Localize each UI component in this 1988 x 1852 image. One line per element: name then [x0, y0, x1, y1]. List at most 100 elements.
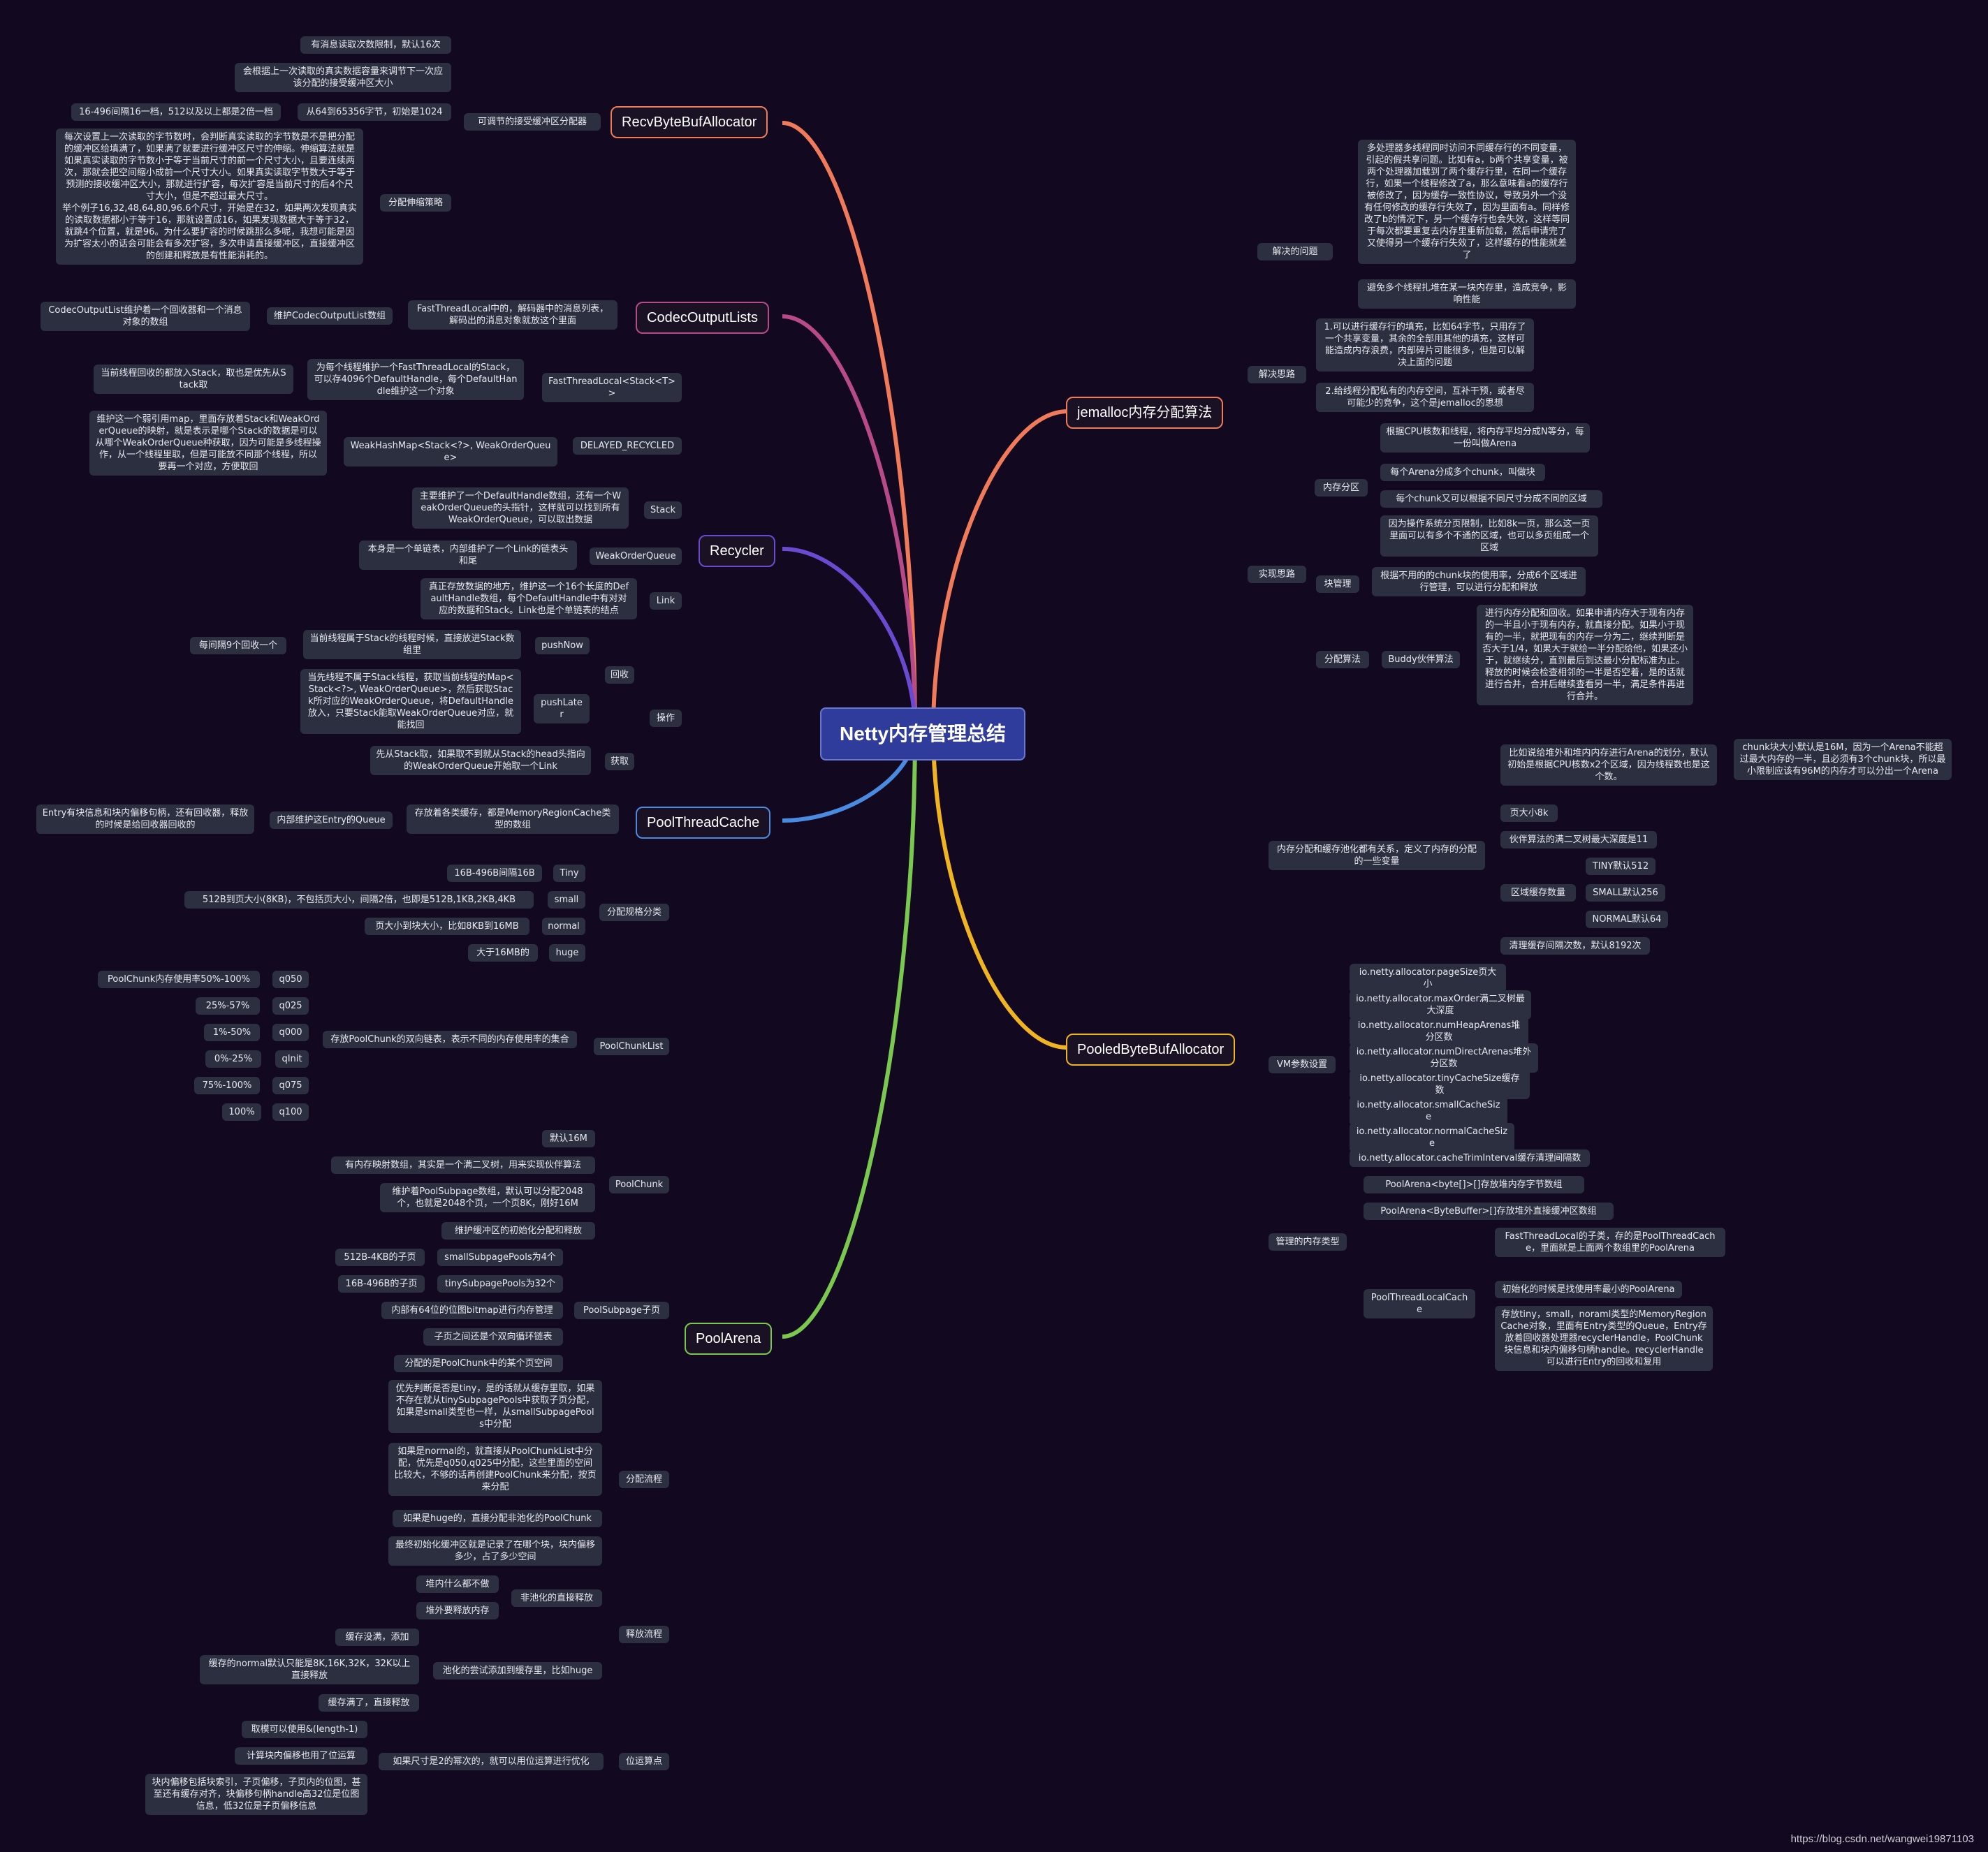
- node: 实现思路: [1248, 566, 1306, 583]
- node: 初始化的时候是找使用率最小的PoolArena: [1495, 1281, 1682, 1298]
- node: 25%-57%: [196, 997, 260, 1015]
- node: 缓存满了，直接释放: [319, 1694, 419, 1712]
- branch-recycler[interactable]: Recycler: [699, 535, 775, 567]
- node: 大于16MB的: [468, 944, 538, 962]
- root-node[interactable]: Netty内存管理总结: [820, 707, 1026, 760]
- node: small: [548, 891, 585, 909]
- node: 分配伸缩策略: [380, 194, 451, 212]
- node: 比如说给堆外和堆内内存进行Arena的划分，默认初始是根据CPU核数x2个区域，…: [1500, 744, 1717, 786]
- node: 为每个线程维护一个FastThreadLocal的Stack，可以存4096个D…: [307, 359, 524, 400]
- branch-poolarena[interactable]: PoolArena: [685, 1323, 773, 1355]
- node: 512B-4KB的子页: [335, 1249, 425, 1266]
- node: CodecOutputList维护着一个回收器和一个消息对象的数组: [41, 302, 250, 331]
- branch-jemalloc[interactable]: jemalloc内存分配算法: [1066, 397, 1224, 429]
- node: PoolThreadLocalCache: [1364, 1289, 1475, 1318]
- node: 默认16M: [542, 1130, 595, 1147]
- node: 缓存没满，添加: [335, 1629, 419, 1646]
- node: 75%-100%: [194, 1077, 260, 1094]
- node: 当先线程不属于Stack线程，获取当前线程的Map<Stack<?>, Weak…: [300, 669, 521, 734]
- node: io.netty.allocator.smallCacheSize: [1350, 1096, 1507, 1126]
- node: Entry有块信息和块内偏移句柄，还有回收器，释放的时候是给回收器回收的: [36, 804, 254, 834]
- node: 512B到页大小(8KB)，不包括页大小，间隔2倍，也即是512B,1KB,2K…: [184, 891, 534, 909]
- node: 2.给线程分配私有的内存空间，互补干预，或者尽可能少的竞争，这个是jemallo…: [1316, 383, 1534, 412]
- branch-connector: [782, 121, 917, 731]
- watermark: https://blog.csdn.net/wangwei19871103: [1790, 1833, 1974, 1845]
- node: 当前线程回收的都放入Stack，取也是优先从Stack取: [94, 365, 293, 394]
- node: 管理的内存类型: [1269, 1233, 1347, 1251]
- node: 获取: [605, 753, 634, 770]
- node: 维护着PoolSubpage数组，默认可以分配2048个，也就是2048个页，一…: [380, 1183, 595, 1212]
- node: 每间隔9个回收一个: [190, 637, 286, 654]
- node: tinySubpagePools为32个: [437, 1275, 563, 1293]
- node: 非池化的直接释放: [511, 1589, 602, 1607]
- node: io.netty.allocator.maxOrder满二叉树最大深度: [1350, 990, 1531, 1020]
- node: 会根据上一次读取的真实数据容量来调节下一次应该分配的接受缓冲区大小: [235, 63, 451, 92]
- node: 内部维护这Entry的Queue: [270, 811, 393, 829]
- node: 真正存放数据的地方，维护这一个16个长度的DefaultHandle数组，每个D…: [421, 578, 637, 619]
- node: FastThreadLocal中的，解码器中的消息列表，解码出的消息对象就放这个…: [408, 300, 617, 330]
- node: 区域缓存数量: [1500, 884, 1576, 902]
- node: PoolChunk: [609, 1176, 669, 1193]
- node: 当前线程属于Stack的线程时候，直接放进Stack数组里: [303, 630, 521, 659]
- node: 分配的是PoolChunk中的某个页空间: [394, 1355, 563, 1372]
- node: 页大小8k: [1500, 804, 1558, 822]
- node: 16B-496B间隔16B: [447, 865, 542, 882]
- node: Link: [650, 592, 682, 610]
- node: huge: [549, 944, 585, 962]
- node: io.netty.allocator.cacheTrimInterval缓存清理…: [1350, 1149, 1590, 1167]
- node: chunk块大小默认是16M，因为一个Arena不能超过最大内存的一半，且必须有…: [1734, 739, 1952, 780]
- node: 计算块内偏移也用了位运算: [235, 1747, 367, 1765]
- node: 因为操作系统分页限制，比如8k一页，那么这一页里面可以有多个不通的区域，也可以多…: [1380, 515, 1598, 557]
- node: 块管理: [1316, 575, 1359, 593]
- branch-recvbytebufallocator[interactable]: RecvByteBufAllocator: [611, 106, 768, 138]
- node: 16B-496B的子页: [338, 1275, 425, 1293]
- node: 存放PoolChunk的双向链表，表示不同的内存使用率的集合: [323, 1031, 577, 1048]
- branch-codecoutputlists[interactable]: CodecOutputLists: [636, 302, 769, 334]
- node: 块内偏移包括块索引，子页偏移，子页内的位图，甚至还有缓存对齐，块偏移句柄hand…: [145, 1774, 367, 1815]
- node: 如果是huge的，直接分配非池化的PoolChunk: [393, 1510, 602, 1527]
- node: 释放流程: [619, 1626, 669, 1643]
- node: 内部有64位的位图bitmap进行内存管理: [381, 1302, 563, 1319]
- node: normal: [542, 918, 585, 935]
- node: PoolChunkList: [594, 1038, 669, 1055]
- node: q100: [272, 1103, 309, 1121]
- node: Buddy伙伴算法: [1382, 651, 1460, 668]
- node: pushLater: [534, 694, 590, 723]
- node: 清理缓存间隔次数，默认8192次: [1500, 937, 1650, 955]
- node: 避免多个线程扎堆在某一块内存里，造成竞争，影响性能: [1358, 279, 1576, 309]
- node: 先从Stack取，如果取不到就从Stack的head头指向的WeakOrderQ…: [370, 746, 591, 775]
- branch-connector: [931, 409, 1068, 731]
- node: 有消息读取次数限制，默认16次: [300, 36, 451, 54]
- node: 存放tiny，small，noraml类型的MemoryRegionCache对…: [1495, 1306, 1713, 1371]
- node: 解决的问题: [1257, 243, 1333, 260]
- node: 16-496间隔16一档，512以及以上都是2倍一档: [71, 103, 281, 121]
- node: 存放着各类缓存，都是MemoryRegionCache类型的数组: [407, 804, 619, 834]
- node: PoolChunk内存使用率50%-100%: [98, 971, 260, 988]
- node: 根据不用的的chunk块的使用率，分成6个区域进行管理，可以进行分配和释放: [1372, 567, 1586, 596]
- node: 堆外要释放内存: [416, 1602, 499, 1619]
- branch-poolthreadcache[interactable]: PoolThreadCache: [636, 807, 771, 839]
- node: TINY默认512: [1586, 858, 1656, 875]
- node: 1.可以进行缓存行的填充，比如64字节，只用存了一个共享变量，其余的全部用其他的…: [1316, 318, 1534, 372]
- node: io.netty.allocator.numHeapArenas堆分区数: [1350, 1017, 1528, 1046]
- branch-connector: [931, 730, 1068, 1050]
- node: PoolArena<byte[]>[]存放堆内存字节数组: [1364, 1176, 1584, 1193]
- node: q000: [272, 1024, 309, 1041]
- node: 根据CPU核数和线程，将内存平均分成N等分，每一份叫做Arena: [1380, 423, 1590, 453]
- node: 取模可以使用&(length-1): [242, 1721, 367, 1738]
- node: 优先判断是否是tiny，是的话就从缓存里取，如果不存在就从tinySubpage…: [388, 1380, 602, 1433]
- branch-pooledbytebufallocator[interactable]: PooledByteBufAllocator: [1066, 1034, 1236, 1066]
- node: q025: [272, 997, 309, 1015]
- node: 子页之间还是个双向循环链表: [423, 1328, 563, 1346]
- node: PoolSubpage子页: [574, 1302, 669, 1319]
- node: 池化的尝试添加到缓存里，比如huge: [433, 1662, 602, 1680]
- node: SMALL默认256: [1586, 884, 1665, 902]
- node: pushNow: [535, 637, 590, 654]
- node: 可调节的接受缓冲区分配器: [464, 113, 601, 131]
- node: 内存分配和缓存池化都有关系，定义了内存的分配的一些变量: [1269, 841, 1485, 870]
- node: 主要维护了一个DefaultHandle数组，还有一个WeakOrderQueu…: [412, 487, 629, 529]
- node: 伙伴算法的满二叉树最大深度是11: [1500, 831, 1657, 848]
- node: 每个Arena分成多个chunk，叫做块: [1380, 464, 1545, 481]
- node: io.netty.allocator.normalCacheSize: [1350, 1123, 1514, 1152]
- node: 分配流程: [619, 1471, 669, 1488]
